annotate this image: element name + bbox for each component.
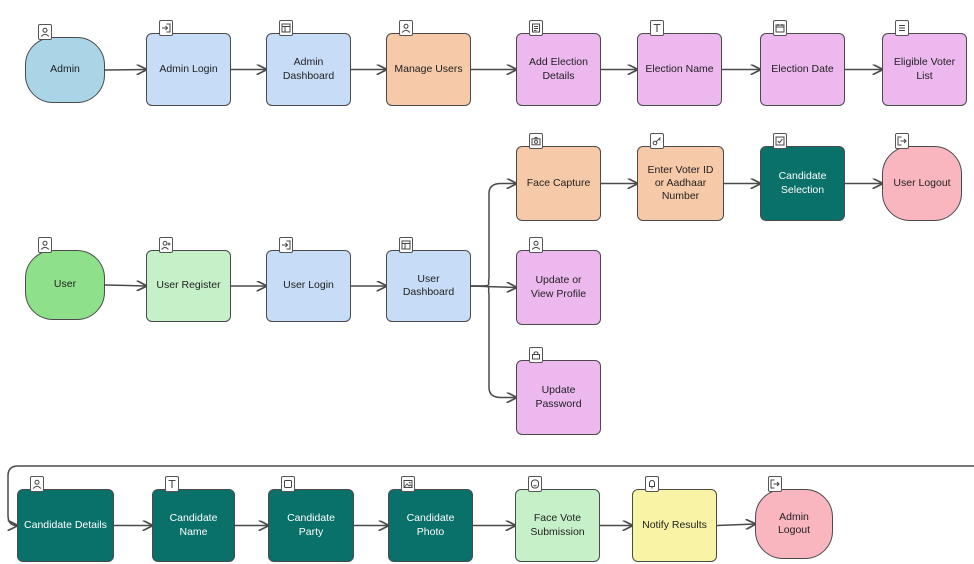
checkbox-icon [773,133,787,149]
node-election-name: Election Name [637,20,722,106]
node-label: Manage Users [394,62,463,75]
node-candidate-name: Candidate Name [152,476,235,562]
node-label: Election Date [771,62,834,75]
node-eligible-voter-list: Eligible Voter List [882,20,967,106]
image-icon [401,476,415,492]
node-label: Candidate Name [169,512,218,538]
node-label: Face Vote Submission [530,512,585,538]
login-icon [159,20,173,36]
node-label: Update or View Profile [530,274,587,300]
node-label: Candidate Party [287,512,335,538]
node-label: Update Password [535,384,582,410]
node-label: User Register [156,279,221,292]
node-user-register: User Register [146,237,231,322]
node-user-login: User Login [266,237,351,322]
node-label: Admin Logout [777,510,811,536]
edge-user-dashboard-to-face-capture [470,184,516,287]
node-label: Enter Voter ID or Aadhaar Number [647,163,714,203]
text-icon [650,20,664,36]
edge-eligible-voter-list-to-candidate-details [7,465,974,526]
node-candidate-selection: Candidate Selection [760,133,845,221]
node-label: Admin Login [159,62,218,75]
node-label: Add Election Details [529,56,588,82]
user-icon [38,237,52,253]
node-candidate-party: Candidate Party [268,476,354,562]
node-label: Face Capture [526,176,591,189]
node-manage-users: Manage Users [386,20,471,106]
node-candidate-details: Candidate Details [17,476,114,562]
node-label: User Dashboard [402,272,455,298]
node-candidate-photo: Candidate Photo [388,476,473,562]
node-admin-login: Admin Login [146,20,231,106]
node-label: Admin Dashboard [282,56,335,82]
node-face-capture: Face Capture [516,133,601,221]
login-icon [279,237,293,253]
logout-icon [895,133,909,149]
bell-icon [645,476,659,492]
node-admin: Admin [25,24,105,103]
user-icon [30,476,44,492]
dashboard-icon [279,20,293,36]
camera-icon [529,133,543,149]
node-enter-voter-id: Enter Voter ID or Aadhaar Number [637,133,724,221]
node-label: Eligible Voter List [893,56,956,82]
edge-user-dashboard-to-update-password [470,285,516,398]
lock-icon [529,347,543,363]
node-label: Candidate Details [24,518,107,531]
node-label: Election Name [645,62,714,75]
calendar-icon [773,20,787,36]
node-user: User [25,237,105,320]
logout-icon [768,476,782,492]
face-icon [528,476,542,492]
edge-admin-to-admin-login [104,70,146,71]
node-label: Candidate Photo [406,512,455,538]
node-label: User Logout [893,176,951,189]
list-icon [895,20,909,36]
node-label: User Login [283,279,334,292]
node-user-logout: User Logout [882,133,962,221]
node-election-date: Election Date [760,20,845,106]
node-add-election-details: Add Election Details [516,20,601,106]
user-add-icon [159,237,173,253]
node-update-password: Update Password [516,347,601,435]
node-face-vote-submission: Face Vote Submission [515,476,600,562]
user-icon [529,237,543,253]
user-icon [38,24,52,40]
edge-user-to-user-register [104,285,146,286]
node-label: Notify Results [642,518,707,531]
node-admin-logout: Admin Logout [755,476,833,559]
node-user-dashboard: User Dashboard [386,237,471,322]
flag-icon [281,476,295,492]
text-icon [165,476,179,492]
node-label: Candidate Selection [778,170,827,196]
edge-notify-results-to-admin-logout [716,524,755,526]
dashboard-icon [399,237,413,253]
node-update-view-profile: Update or View Profile [516,237,601,325]
form-icon [529,20,543,36]
node-label: User [53,278,77,291]
node-admin-dashboard: Admin Dashboard [266,20,351,106]
node-label: Admin [50,63,80,76]
node-notify-results: Notify Results [632,476,717,562]
key-icon [650,133,664,149]
users-icon [399,20,413,36]
